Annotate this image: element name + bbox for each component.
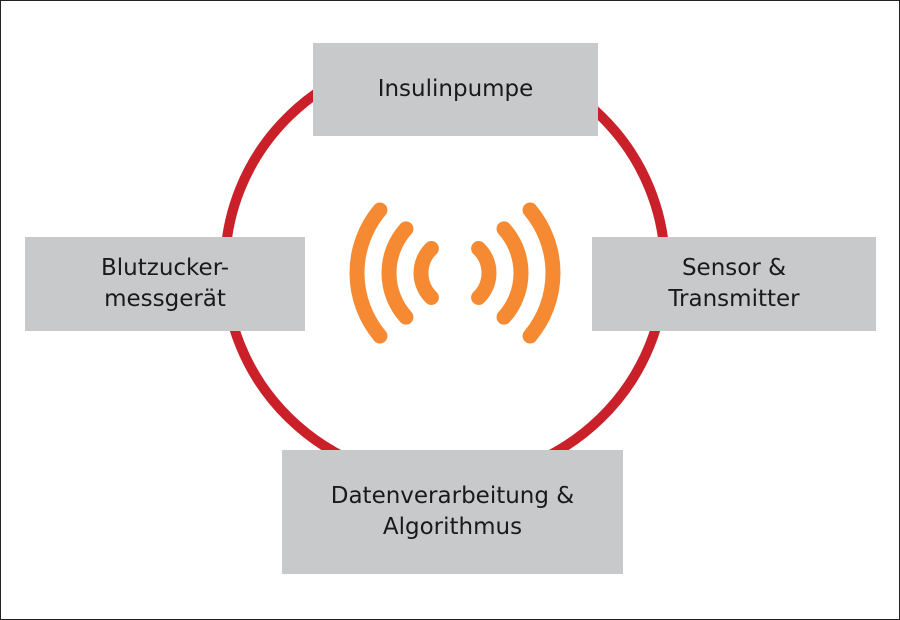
right-signal-arc-3 bbox=[522, 202, 561, 344]
wireless-signal-icon bbox=[349, 202, 561, 344]
node-label: Algorithmus bbox=[382, 514, 523, 540]
node-label: Datenverarbeitung & bbox=[330, 483, 575, 509]
node-label: Transmitter bbox=[668, 286, 800, 312]
right-signal-arc-2 bbox=[496, 221, 529, 325]
left-signal-arc-2 bbox=[381, 221, 414, 325]
node-label: Blutzucker- bbox=[101, 255, 229, 281]
left-signal-arc-1 bbox=[413, 241, 439, 305]
node-label: messgerät bbox=[104, 286, 226, 312]
node-label: Sensor & bbox=[681, 255, 787, 281]
node-label: Insulinpumpe bbox=[377, 76, 534, 102]
node-blutzuckermessgeraet: Blutzucker- messgerät bbox=[25, 237, 305, 331]
node-insulinpumpe: Insulinpumpe bbox=[313, 43, 598, 136]
node-sensor-transmitter: Sensor & Transmitter bbox=[592, 237, 876, 331]
left-signal-arc-3 bbox=[349, 202, 388, 344]
right-signal-arc-1 bbox=[471, 241, 497, 305]
node-datenverarbeitung: Datenverarbeitung & Algorithmus bbox=[282, 450, 623, 574]
